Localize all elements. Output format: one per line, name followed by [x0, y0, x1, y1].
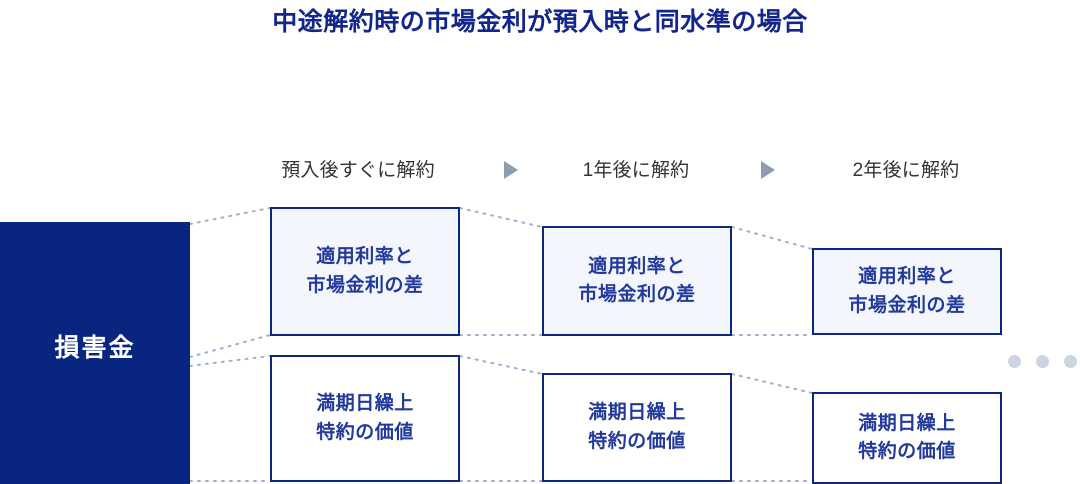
connector-panel-to-r1c1-bottom: [189, 334, 271, 358]
box-line-2: 特約の価値: [858, 441, 956, 462]
column-header-after-1-year: 1年後に解約: [582, 160, 690, 181]
connector-r1c2-to-r1c3-top: [731, 226, 813, 250]
box-line-2: 市場金利の差: [848, 294, 966, 316]
page-title: 中途解約時の市場金利が預入時と同水準の場合: [272, 8, 808, 36]
ellipsis-dot: [1064, 355, 1077, 368]
box-rate-difference-1year: 適用利率と 市場金利の差: [542, 226, 732, 336]
box-line-2: 市場金利の差: [306, 274, 424, 296]
connector-r2c1-to-r2c2-top: [459, 355, 543, 375]
box-line-2: 特約の価値: [588, 430, 686, 452]
box-line-1: 適用利率と: [858, 266, 956, 288]
ellipsis-continuation-icon: [1008, 355, 1077, 368]
connector-r1c1-to-r1c2-top: [459, 207, 543, 228]
damages-label-text: 損害金: [54, 334, 136, 362]
box-line-1: 満期日繰上: [588, 402, 686, 424]
box-option-value-2years: 満期日繰上 特約の価値: [812, 392, 1002, 484]
column-header-immediate-cancel: 預入後すぐに解約: [281, 160, 435, 181]
triangle-right-icon: [761, 161, 775, 179]
box-rate-difference-2years: 適用利率と 市場金利の差: [812, 248, 1002, 335]
box-rate-difference-immediate: 適用利率と 市場金利の差: [270, 207, 460, 336]
box-line-1: 満期日繰上: [316, 393, 414, 415]
box-line-1: 適用利率と: [316, 246, 414, 268]
column-header-after-2-years: 2年後に解約: [852, 160, 960, 181]
ellipsis-dot: [1036, 355, 1049, 368]
box-option-value-immediate: 満期日繰上 特約の価値: [270, 355, 460, 482]
connector-panel-to-r1c1-top: [189, 207, 271, 225]
box-line-2: 特約の価値: [316, 421, 414, 443]
box-line-2: 市場金利の差: [578, 284, 696, 305]
box-line-1: 満期日繰上: [858, 412, 956, 434]
triangle-right-icon: [504, 161, 518, 179]
connector-r2c2-to-r2c3-top: [731, 373, 813, 394]
connector-panel-to-r2c1-top: [189, 355, 271, 367]
box-option-value-1year: 満期日繰上 特約の価値: [542, 373, 732, 482]
box-line-1: 適用利率と: [588, 255, 686, 277]
damages-label-panel: 損害金: [0, 222, 190, 484]
ellipsis-dot: [1008, 355, 1021, 368]
